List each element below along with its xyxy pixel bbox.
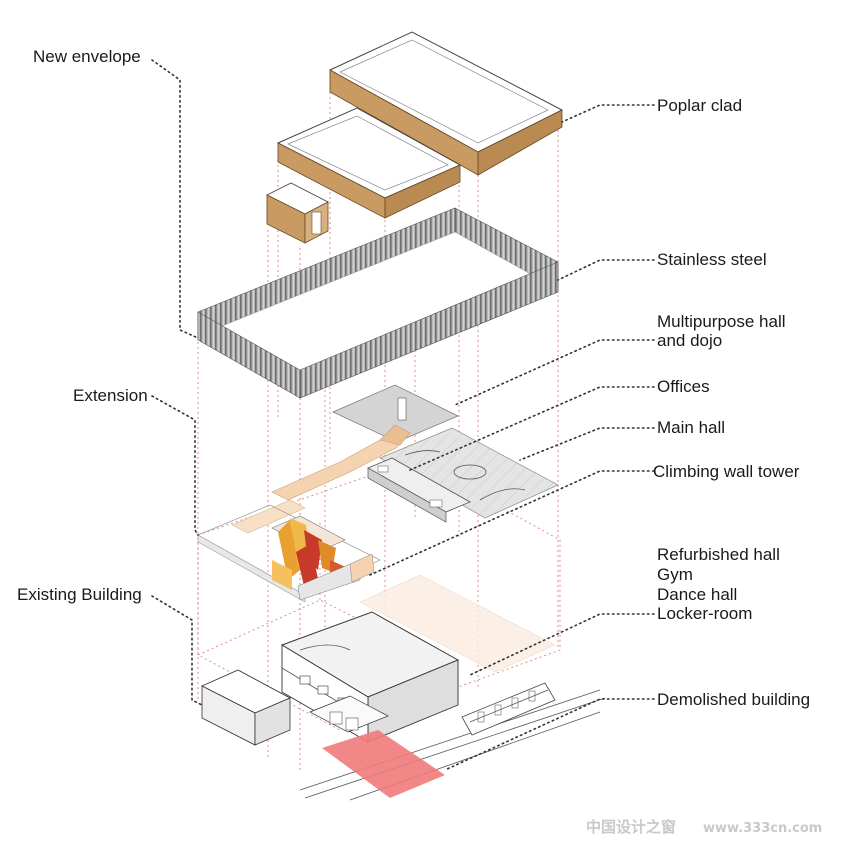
label-and-dojo: and dojo (657, 331, 722, 350)
climbing-wall-tower (271, 515, 375, 601)
watermark-cn: 中国设计之窗 (586, 818, 676, 836)
label-locker-room: Locker-room (657, 604, 752, 623)
poplar-roof-large (328, 31, 564, 176)
multipurpose-hall-slab (332, 384, 459, 443)
existing-building (200, 611, 460, 746)
label-refurbished-hall: Refurbished hall (657, 545, 780, 564)
watermark-url: www.333cn.com (703, 821, 822, 836)
extension-corridor (231, 424, 411, 534)
label-stainless-steel: Stainless steel (657, 250, 767, 269)
offices-block (367, 457, 471, 523)
label-extension: Extension (73, 386, 148, 405)
label-poplar-clad: Poplar clad (657, 96, 742, 115)
label-offices: Offices (657, 377, 710, 396)
poplar-tower-box (265, 182, 329, 244)
demolished-building-area (322, 730, 445, 798)
label-multipurpose-hall: Multipurpose hall (657, 312, 786, 331)
label-gym: Gym (657, 565, 693, 584)
label-new-envelope: New envelope (33, 47, 141, 66)
label-dance-hall: Dance hall (657, 585, 737, 604)
existing-roof-ghost (359, 574, 556, 673)
poplar-roof-medium (276, 107, 462, 219)
label-main-hall: Main hall (657, 418, 725, 437)
extension-volume (197, 504, 381, 603)
label-existing-building: Existing Building (17, 585, 142, 604)
stainless-steel-envelope (197, 207, 559, 399)
label-demolished-building: Demolished building (657, 690, 810, 709)
label-climbing-wall-tower: Climbing wall tower (653, 462, 800, 481)
leader-lines (151, 59, 655, 771)
